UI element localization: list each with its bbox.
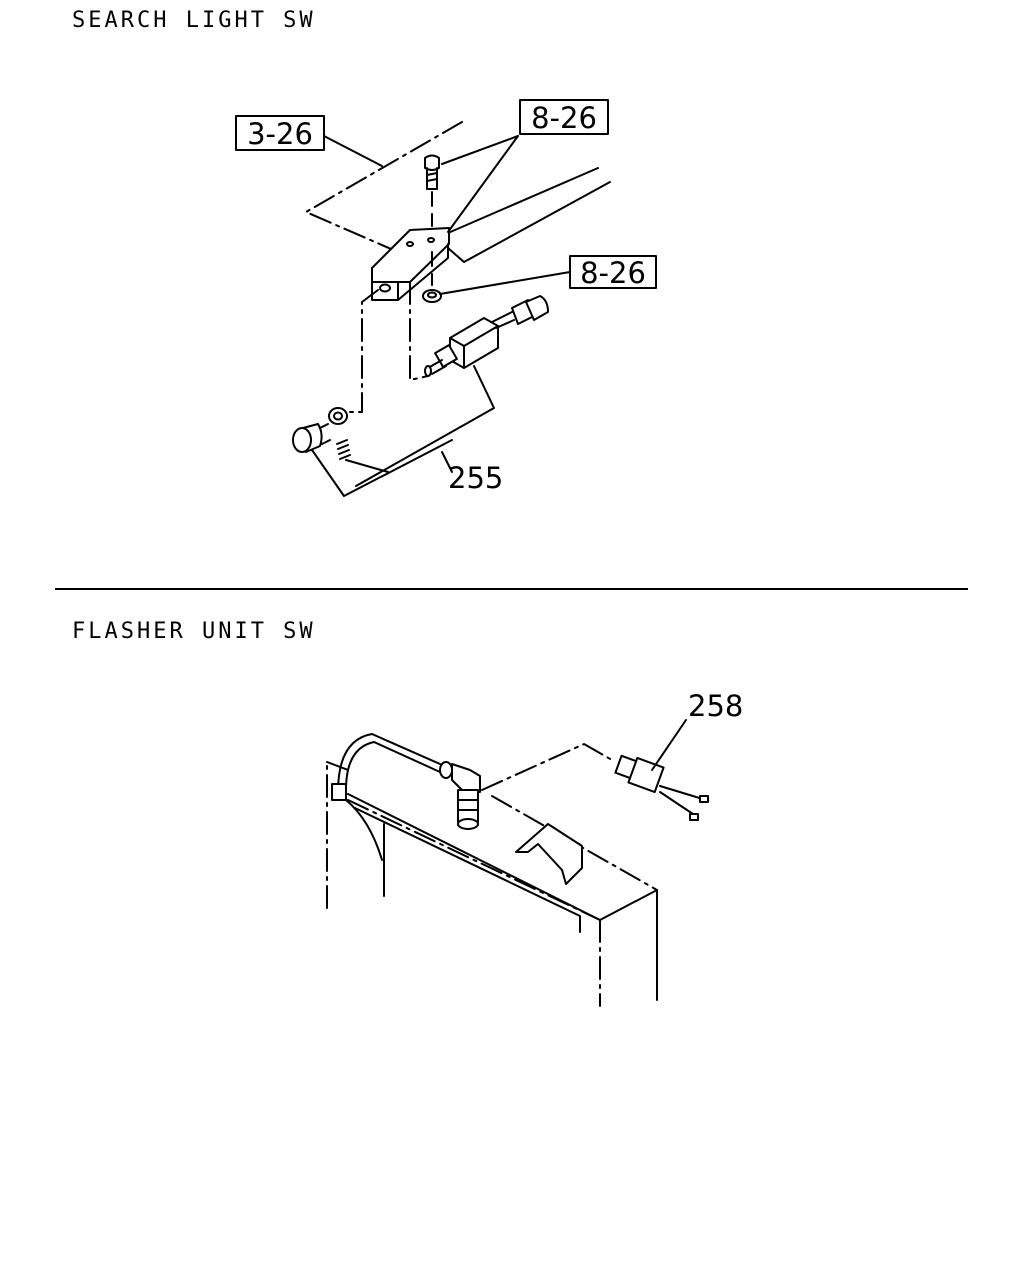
lamp-guide <box>345 289 379 413</box>
bulb-pin <box>321 439 331 445</box>
bolt-thread <box>426 178 438 182</box>
switch-wire <box>659 791 697 817</box>
bracket-bolt-hole <box>427 237 435 243</box>
cabinet-side <box>599 889 658 1001</box>
connector-plug <box>525 295 549 321</box>
leader-255-spring <box>345 459 389 473</box>
rail-lower <box>463 181 611 263</box>
nut-body <box>422 289 442 303</box>
switch-body-edge <box>449 337 465 347</box>
leader-258 <box>651 719 687 771</box>
switch-plunger <box>431 365 447 375</box>
mount-bracket <box>371 227 450 301</box>
ref-8-26-right-label: 8-26 <box>580 256 646 290</box>
bracket-bolt-hole <box>406 241 414 247</box>
tube-clamp <box>331 783 347 801</box>
nut-hole <box>427 291 437 299</box>
cabinet-lip <box>354 807 581 933</box>
part-255-label: 255 <box>448 461 503 495</box>
fitting-end <box>457 818 479 830</box>
leader-3-26 <box>323 135 383 167</box>
tube-inner <box>345 741 441 791</box>
part-258-label: 258 <box>688 689 743 723</box>
section-title-search-light: SEARCH LIGHT SW <box>72 8 316 33</box>
cabinet-edge <box>347 793 601 921</box>
washer <box>328 407 348 425</box>
nut <box>422 289 442 303</box>
switch-guide <box>481 743 613 791</box>
ref-box-8-26-top <box>519 99 609 135</box>
leader-255-switch <box>355 365 495 487</box>
leader-8-26-nut <box>439 271 571 295</box>
bolt-thread <box>426 172 438 176</box>
switch-tip <box>424 365 432 377</box>
spring-coil <box>337 444 349 450</box>
ref-3-26-label: 3-26 <box>247 117 313 151</box>
bolt <box>424 154 440 286</box>
section-title-flasher-unit: FLASHER UNIT SW <box>72 619 316 644</box>
ref-box-3-26 <box>235 115 325 151</box>
fitting-body <box>451 763 481 793</box>
pressure-switch <box>614 754 709 821</box>
spring-coil <box>338 449 350 455</box>
bracket-side <box>397 243 449 301</box>
bracket-top <box>371 227 450 283</box>
cabinet-top-left <box>326 761 349 771</box>
top-bracket <box>515 823 583 885</box>
switch-wire <box>495 319 515 329</box>
spring-coil <box>336 439 348 445</box>
leader-8-26-bolt <box>441 135 519 165</box>
spring-coil <box>339 454 351 460</box>
bulb-pin <box>319 423 329 429</box>
bracket-front <box>371 267 399 301</box>
switch-guide <box>409 281 429 381</box>
wire-terminal <box>689 813 699 821</box>
fitting-stem <box>457 789 479 823</box>
search-light-assembly: 3-26 8-26 8-26 255 <box>235 99 657 497</box>
switch-unit <box>424 295 549 377</box>
ref-8-26-top-label: 8-26 <box>531 101 597 135</box>
leader-8-26-bracket <box>447 135 519 233</box>
flasher-unit-assembly: 258 <box>326 689 743 1007</box>
washer-inner <box>333 411 343 421</box>
fitting-nut <box>439 761 453 779</box>
wire-terminal <box>699 795 709 803</box>
cabinet-curve <box>345 799 383 861</box>
tube-fitting <box>439 761 481 830</box>
tube-outer <box>337 733 441 793</box>
bracket-hole <box>379 283 391 293</box>
switch-wire <box>491 311 513 323</box>
leader-255-tail <box>441 451 453 473</box>
rail-upper <box>447 167 599 234</box>
leader-255-bulb <box>311 439 453 497</box>
spring <box>336 439 351 460</box>
rail-end <box>447 232 465 263</box>
washer-outer <box>328 407 348 425</box>
lamp-bulb <box>292 423 331 453</box>
switch-wire <box>659 785 707 801</box>
bulb-glass <box>292 427 312 453</box>
